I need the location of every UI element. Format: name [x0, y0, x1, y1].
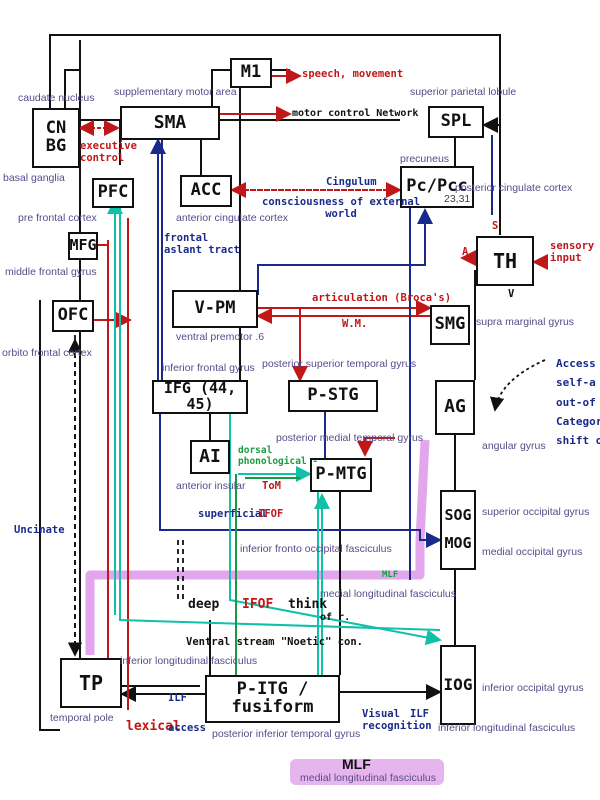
th-node[interactable]: TH — [476, 236, 534, 286]
mog-label: MOG — [444, 534, 472, 552]
mlf-note: MLF — [382, 570, 399, 580]
superficial-note: superficial — [198, 508, 268, 520]
mfg-node[interactable]: MFG — [68, 232, 98, 260]
cn-bg-node[interactable]: CN BG — [32, 108, 80, 168]
sog-mog-node[interactable]: SOG MOG — [440, 490, 476, 570]
visual-recognition-note: Visual recognition — [362, 708, 432, 733]
consciousness-note: consciousness of external world — [262, 196, 421, 221]
ilf-right-note: ILF — [410, 708, 429, 720]
m1-node[interactable]: M1 — [230, 58, 272, 88]
lexical-note: lexical — [126, 719, 181, 734]
wm-note: W.M. — [342, 318, 368, 330]
motor-network-note: motor control Network — [292, 108, 419, 119]
pcc-label: posterior cingulate cortex — [455, 182, 573, 194]
teal-connections — [107, 198, 442, 680]
mlf-caption-label: medial longitudinal fasciculus — [300, 772, 436, 784]
a-note: A — [462, 246, 469, 258]
of-r-note: of r. — [320, 612, 351, 623]
pitg-label: posterior inferior temporal gyrus — [212, 728, 361, 740]
ifg-label: inferior frontal gyrus — [162, 362, 255, 374]
basal-ganglia-label: basal ganglia — [3, 172, 65, 184]
iog-node[interactable]: IOG — [440, 645, 476, 725]
s-note: S — [492, 220, 499, 232]
sma-label: supplementary motor area — [114, 86, 237, 98]
ag-node[interactable]: AG — [435, 380, 475, 435]
uncinate-note: Uncinate — [14, 524, 65, 536]
acc-node[interactable]: ACC — [180, 175, 232, 207]
executive-control-note: executive control — [80, 140, 137, 165]
mlf-label: medial longitudinal fasciculus — [320, 588, 456, 600]
p-itg-fusiform-node[interactable]: P-ITG / fusiform — [205, 675, 340, 723]
ai-node[interactable]: AI — [190, 440, 230, 474]
mlf-caption-highlight — [290, 759, 444, 785]
pc-pcc-node[interactable]: Pc/Pcc — [400, 166, 474, 208]
dorsal-phonological-note: dorsal phonological - — [238, 445, 319, 467]
deep-note: deep — [188, 597, 220, 612]
v-pm-node[interactable]: V-PM — [172, 290, 258, 328]
cingulum-note: Cingulum — [326, 176, 377, 188]
caudate-nucleus-label: caudate nucleus — [18, 92, 95, 104]
think-note: think — [288, 597, 328, 612]
ilf-label: inferior longitudinal fasciculus — [120, 655, 258, 667]
p-mtg-node[interactable]: P-MTG — [310, 458, 372, 492]
vpm-label: ventral premotor .6 — [176, 331, 265, 343]
navy-connections — [150, 135, 493, 580]
mlf-band — [85, 439, 430, 655]
smg-label: supra marginal gyrus — [476, 316, 575, 328]
pmtg-label: posterior medial temporal gyrus — [276, 432, 424, 444]
dashed-connections — [67, 335, 546, 657]
mog-label-text: medial occipital gyrus — [482, 546, 583, 558]
ventral-stream-note: Ventral stream "Noetic" con. — [186, 636, 364, 648]
ilf2-label: inferior longitudinal fasciculus — [438, 722, 576, 734]
sma-node[interactable]: SMA — [120, 106, 220, 140]
ifof-label: inferior fronto occipital fasciculus — [240, 543, 392, 555]
green-connections — [235, 474, 300, 690]
spl-node[interactable]: SPL — [428, 106, 484, 138]
access-note: Access self-a out-of Categori shift o — [556, 357, 600, 447]
pstg-label: posterior superior temporal gyrus — [262, 358, 417, 370]
iog-label: inferior occipital gyrus — [482, 682, 584, 694]
mfg-label: middle frontal gyrus — [5, 266, 97, 278]
tp-node[interactable]: TP — [60, 658, 122, 708]
sog-label: SOG — [444, 506, 472, 525]
v-note: V — [508, 288, 515, 300]
ba-label: 23,31 — [444, 193, 471, 205]
ai-label: anterior insular — [176, 480, 246, 492]
smg-node[interactable]: SMG — [430, 305, 470, 345]
ifg-node[interactable]: IFG (44, 45) — [152, 380, 248, 414]
frontal-aslant-tract-note: frontal aslant tract — [164, 232, 240, 257]
p-stg-node[interactable]: P-STG — [288, 380, 378, 412]
ilf-left-note: ILF — [168, 692, 187, 704]
tom-note: ToM — [262, 480, 281, 492]
access-lexical-note: access — [168, 722, 206, 734]
red-connections — [78, 68, 548, 710]
articulation-note: articulation (Broca's) — [312, 292, 452, 304]
tp-label: temporal pole — [50, 712, 114, 724]
ofc-node[interactable]: OFC — [52, 300, 94, 332]
mlf-caption-title: MLF — [342, 756, 371, 772]
pfc-label: pre frontal cortex — [18, 212, 97, 224]
acc-label: anterior cingulate cortex — [176, 212, 289, 224]
ifof-deep-note: IFOF — [242, 597, 274, 612]
pfc-node[interactable]: PFC — [92, 178, 134, 208]
ofc-label: orbito frontal cortex — [2, 347, 92, 359]
precuneus-label: precuneus — [400, 153, 450, 165]
sog-label-text: superior occipital gyrus — [482, 506, 590, 518]
speech-movement-note: speech, movement — [302, 68, 404, 80]
ifof-note: IFOF — [258, 508, 284, 520]
sensory-input-note: sensory input — [550, 240, 595, 265]
spl-label: superior parietal lobule — [410, 86, 517, 98]
ag-label: angular gyrus — [482, 440, 546, 452]
